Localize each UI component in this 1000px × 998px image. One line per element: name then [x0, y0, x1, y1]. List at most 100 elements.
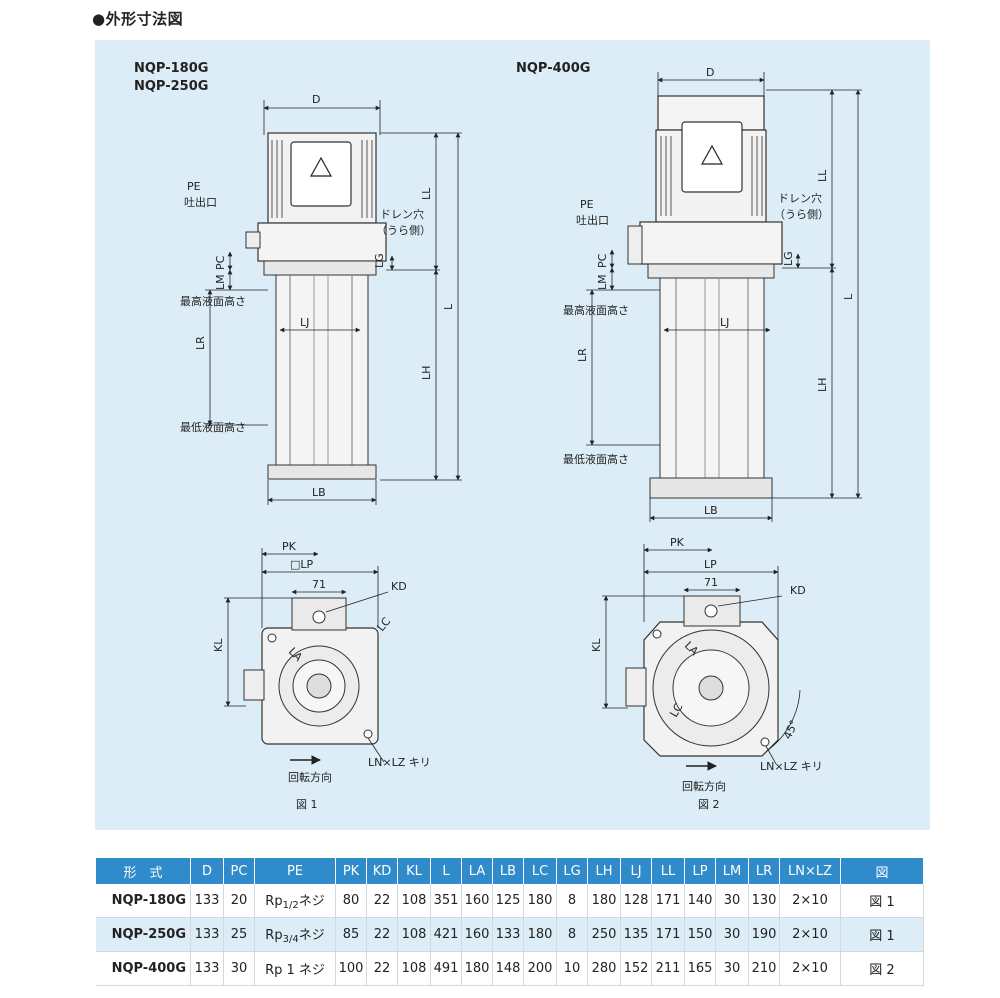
pe-suffix: ネジ [298, 963, 325, 978]
min-level-label: 最低液面高さ [563, 452, 629, 466]
cell-lnlz: 2×10 [779, 884, 841, 918]
rotation-label: 回転方向 [682, 779, 726, 793]
col-lh: LH [587, 858, 621, 884]
cell-lr: 130 [748, 884, 780, 918]
cell-model: NQP-250G [96, 917, 191, 952]
pump-top-view-right [625, 595, 779, 757]
drain-note: （うら側） [376, 224, 431, 237]
dim-kl: KL [590, 638, 603, 652]
dim-lm: LM [214, 274, 227, 290]
cell-lm: 30 [715, 951, 749, 986]
cell-pk: 85 [335, 917, 367, 952]
col-kl: KL [397, 858, 431, 884]
col-pe: PE [254, 858, 336, 884]
dim-71: 71 [312, 578, 326, 591]
col-la: LA [461, 858, 493, 884]
dim-ll: LL [420, 187, 433, 200]
cell-pc: 25 [223, 917, 255, 952]
cell-fig: 図 1 [840, 917, 924, 952]
dimension-lines-right [586, 72, 862, 522]
cell-lc: 180 [523, 884, 557, 918]
labels-right: D LL L LH LG PC LM LR LJ LB PE 吐出口 ドレン穴 … [563, 66, 855, 517]
cell-lr: 190 [748, 917, 780, 952]
pe-suffix: ネジ [298, 928, 325, 943]
spec-table: 形 式 D PC PE PK KD KL L LA LB LC LG LH LJ… [96, 858, 924, 986]
cell-fig: 図 1 [840, 884, 924, 918]
col-ll: LL [651, 858, 685, 884]
spec-table-header: 形 式 D PC PE PK KD KL L LA LB LC LG LH LJ… [96, 858, 924, 884]
cell-lnlz: 2×10 [779, 917, 841, 952]
model-label-250g: NQP-250G [134, 79, 208, 94]
dimension-lines-left [205, 100, 462, 505]
pe-suffix: ネジ [298, 894, 325, 909]
col-kd: KD [366, 858, 398, 884]
cell-lp: 140 [684, 884, 716, 918]
pe-thread: Rp [265, 894, 283, 909]
outlet-label: 吐出口 [576, 213, 609, 227]
cell-lh: 280 [587, 951, 621, 986]
drain-label: ドレン穴 [380, 207, 424, 221]
cell-d: 133 [190, 884, 224, 918]
cell-lb: 125 [492, 884, 524, 918]
dim-kl: KL [212, 638, 225, 652]
section-title: ●外形寸法図 [92, 10, 184, 28]
holes-label: LN×LZ キリ [368, 756, 431, 769]
cell-lh: 250 [587, 917, 621, 952]
cell-pk: 100 [335, 951, 367, 986]
dim-71: 71 [704, 576, 718, 589]
cell-l: 491 [430, 951, 462, 986]
pump-top-view-left [243, 597, 379, 745]
dim-lp: □LP [290, 558, 314, 571]
dim-lb: LB [312, 486, 326, 499]
dim-d: D [312, 93, 320, 106]
labels-left: D LL L LH LG PC LM LR LJ LB PE 吐出口 ドレン穴 … [180, 93, 455, 499]
cell-l: 421 [430, 917, 462, 952]
cell-kd: 22 [366, 917, 398, 952]
pe-size: 1/2 [282, 900, 299, 911]
dim-lb: LB [704, 504, 718, 517]
pe-size: 3/4 [282, 934, 299, 945]
labels-fig1: PK □LP 71 KD KL LC LA LN×LZ キリ 回転方向 図 1 [212, 540, 431, 811]
cell-lc: 180 [523, 917, 557, 952]
cell-lj: 128 [620, 884, 652, 918]
cell-lr: 210 [748, 951, 780, 986]
table-row: NQP-250G 133 25 Rp3/4ネジ 85 22 108 421 16… [96, 917, 924, 952]
pe-thread: Rp [265, 928, 283, 943]
dim-lg: LG [373, 253, 386, 268]
table-row: NQP-400G 133 30 Rp 1 ネジ 100 22 108 491 1… [96, 951, 924, 986]
col-fig: 図 [840, 858, 924, 884]
pump-side-view-right [627, 95, 783, 499]
min-level-label: 最低液面高さ [180, 420, 246, 434]
holes-label: LN×LZ キリ [760, 760, 823, 773]
dim-lp: LP [704, 558, 717, 571]
labels-fig2: PK LP 71 KD KL LC LA 45° LN×LZ キリ 回転方向 図… [590, 536, 823, 811]
cell-la: 160 [461, 917, 493, 952]
dim-lr: LR [194, 336, 207, 350]
cell-pc: 20 [223, 884, 255, 918]
cell-lj: 152 [620, 951, 652, 986]
dim-d: D [706, 66, 714, 79]
dim-lh: LH [816, 378, 829, 392]
cell-lh: 180 [587, 884, 621, 918]
cell-pe: Rp 1 ネジ [254, 951, 336, 986]
col-lg: LG [556, 858, 588, 884]
cell-lj: 135 [620, 917, 652, 952]
model-label-180g: NQP-180G [134, 61, 208, 76]
drain-note: （うら側） [774, 208, 829, 221]
cell-ll: 211 [651, 951, 685, 986]
col-pc: PC [223, 858, 255, 884]
max-level-label: 最高液面高さ [180, 294, 246, 308]
cell-model: NQP-400G [96, 951, 191, 986]
figure-1-caption: 図 1 [296, 798, 318, 811]
pe-thread: Rp [265, 963, 283, 978]
outlet-label: 吐出口 [184, 195, 217, 209]
cell-la: 160 [461, 884, 493, 918]
dim-lr: LR [576, 348, 589, 362]
pump-side-view-left [245, 132, 387, 480]
cell-lm: 30 [715, 917, 749, 952]
col-d: D [190, 858, 224, 884]
pe-label: PE [187, 180, 201, 193]
cell-la: 180 [461, 951, 493, 986]
col-pk: PK [335, 858, 367, 884]
dim-pc: PC [596, 253, 609, 268]
